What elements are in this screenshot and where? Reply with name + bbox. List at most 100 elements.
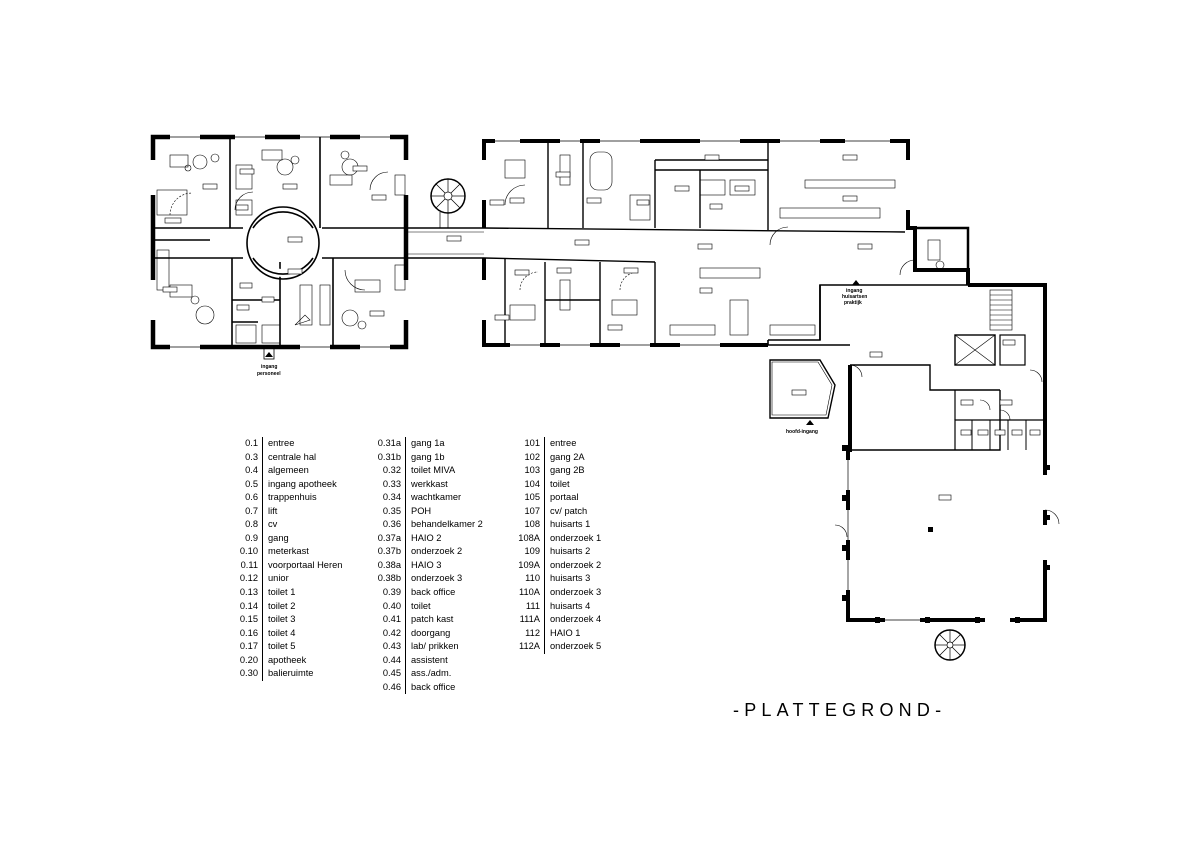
legend-room-code: 0.4 bbox=[245, 465, 258, 476]
legend-room-name: back office bbox=[405, 586, 455, 600]
legend-room-code: 0.43 bbox=[382, 641, 401, 652]
middle-wing bbox=[482, 139, 1013, 347]
legend-row: 109A onderzoek 2 bbox=[500, 558, 601, 573]
legend-room-code: 0.45 bbox=[382, 668, 401, 679]
legend-row: 110 huisarts 3 bbox=[500, 572, 601, 587]
legend-room-name: gang 1a bbox=[405, 437, 445, 451]
legend-row: 0.40 toilet bbox=[360, 599, 483, 614]
legend-row: 0.38a HAIO 3 bbox=[360, 558, 483, 573]
legend-room-name: HAIO 3 bbox=[405, 558, 441, 573]
legend-row: 0.45 ass./adm. bbox=[360, 667, 483, 681]
legend-room-name: lab/ prikken bbox=[405, 640, 459, 654]
legend-room-name: toilet MIVA bbox=[405, 464, 455, 478]
legend-room-code: 104 bbox=[524, 478, 540, 489]
legend-room-code: 0.3 bbox=[245, 451, 258, 462]
legend-room-name: huisarts 1 bbox=[544, 518, 590, 532]
legend-room-name: ingang apotheek bbox=[262, 477, 337, 492]
legend-room-name: entree bbox=[262, 437, 294, 451]
legend-room-name: huisarts 3 bbox=[544, 572, 590, 587]
legend-room-name: trappenhuis bbox=[262, 491, 317, 505]
legend-room-name: toilet 2 bbox=[262, 599, 295, 614]
legend-row: 0.30 balieruimte bbox=[222, 667, 342, 681]
legend-row: 102 gang 2A bbox=[500, 450, 601, 465]
entrance-label-personeel-2: personeel bbox=[257, 371, 281, 377]
legend-room-name: cv bbox=[262, 518, 277, 532]
legend-room-code: 110 bbox=[525, 573, 540, 584]
legend-room-name: behandelkamer 2 bbox=[405, 518, 483, 532]
legend-room-name: back office bbox=[405, 680, 455, 695]
legend-room-name: gang bbox=[262, 531, 289, 546]
legend-room-name: gang 2A bbox=[544, 450, 585, 465]
legend-room-code: 108 bbox=[524, 519, 540, 530]
legend-row: 0.43 lab/ prikken bbox=[360, 640, 483, 654]
legend-row: 108 huisarts 1 bbox=[500, 518, 601, 532]
legend-room-name: ass./adm. bbox=[405, 667, 451, 681]
legend-room-code: 0.44 bbox=[382, 654, 401, 665]
legend-room-code: 110A bbox=[518, 587, 540, 598]
legend-room-name: balieruimte bbox=[262, 667, 313, 681]
entrance-label-hoofd: hoofd-ingang bbox=[786, 429, 818, 435]
legend-room-name: doorgang bbox=[405, 626, 450, 641]
legend-room-name: werkkast bbox=[405, 477, 448, 492]
legend-room-name: cv/ patch bbox=[544, 504, 587, 519]
legend-room-name: toilet 5 bbox=[262, 640, 295, 654]
legend-room-code: 0.34 bbox=[382, 492, 401, 503]
legend-room-code: 112A bbox=[518, 641, 540, 652]
legend-room-code: 0.41 bbox=[382, 614, 401, 625]
legend-room-code: 101 bbox=[524, 438, 540, 448]
legend-room-name: POH bbox=[405, 504, 431, 519]
west-wing bbox=[150, 134, 409, 360]
legend-room-code: 0.9 bbox=[245, 532, 258, 543]
legend-room-name: toilet bbox=[405, 599, 431, 614]
entrance-label-huisarts-1: ingang bbox=[846, 288, 862, 294]
legend-room-code: 0.40 bbox=[382, 600, 401, 611]
legend-room-code: 111A bbox=[519, 614, 540, 625]
room-tags bbox=[162, 154, 1041, 501]
legend-row: 111A onderzoek 4 bbox=[500, 613, 601, 627]
legend-room-code: 0.20 bbox=[239, 654, 258, 665]
entrance-label-personeel-1: ingang bbox=[261, 364, 277, 370]
legend-room-name: lift bbox=[262, 504, 277, 519]
legend-room-code: 0.30 bbox=[239, 668, 258, 679]
legend-room-name: gang 2B bbox=[544, 464, 585, 478]
connector-corridor bbox=[406, 178, 484, 259]
legend-room-name: onderzoek 2 bbox=[544, 558, 601, 573]
legend-room-name: toilet 3 bbox=[262, 613, 295, 627]
legend-room-name: meterkast bbox=[262, 545, 309, 559]
legend-room-code: 109A bbox=[518, 559, 540, 570]
legend-room-name: toilet 1 bbox=[262, 586, 295, 600]
legend-room-code: 102 bbox=[524, 451, 540, 462]
legend-room-name: HAIO 1 bbox=[544, 626, 580, 641]
legend-room-code: 0.38a bbox=[377, 559, 401, 570]
entrance-label-huisarts-3: praktijk bbox=[844, 300, 862, 306]
legend-room-name: onderzoek 3 bbox=[544, 586, 601, 600]
legend-row: 107 cv/ patch bbox=[500, 504, 601, 519]
legend-room-code: 0.38b bbox=[377, 573, 401, 584]
legend-room-name: voorportaal Heren bbox=[262, 558, 342, 573]
legend-room-name: huisarts 4 bbox=[544, 599, 590, 614]
legend-room-code: 107 bbox=[524, 505, 540, 516]
legend-room-name: onderzoek 4 bbox=[544, 613, 601, 627]
legend-room-code: 0.42 bbox=[382, 627, 401, 638]
